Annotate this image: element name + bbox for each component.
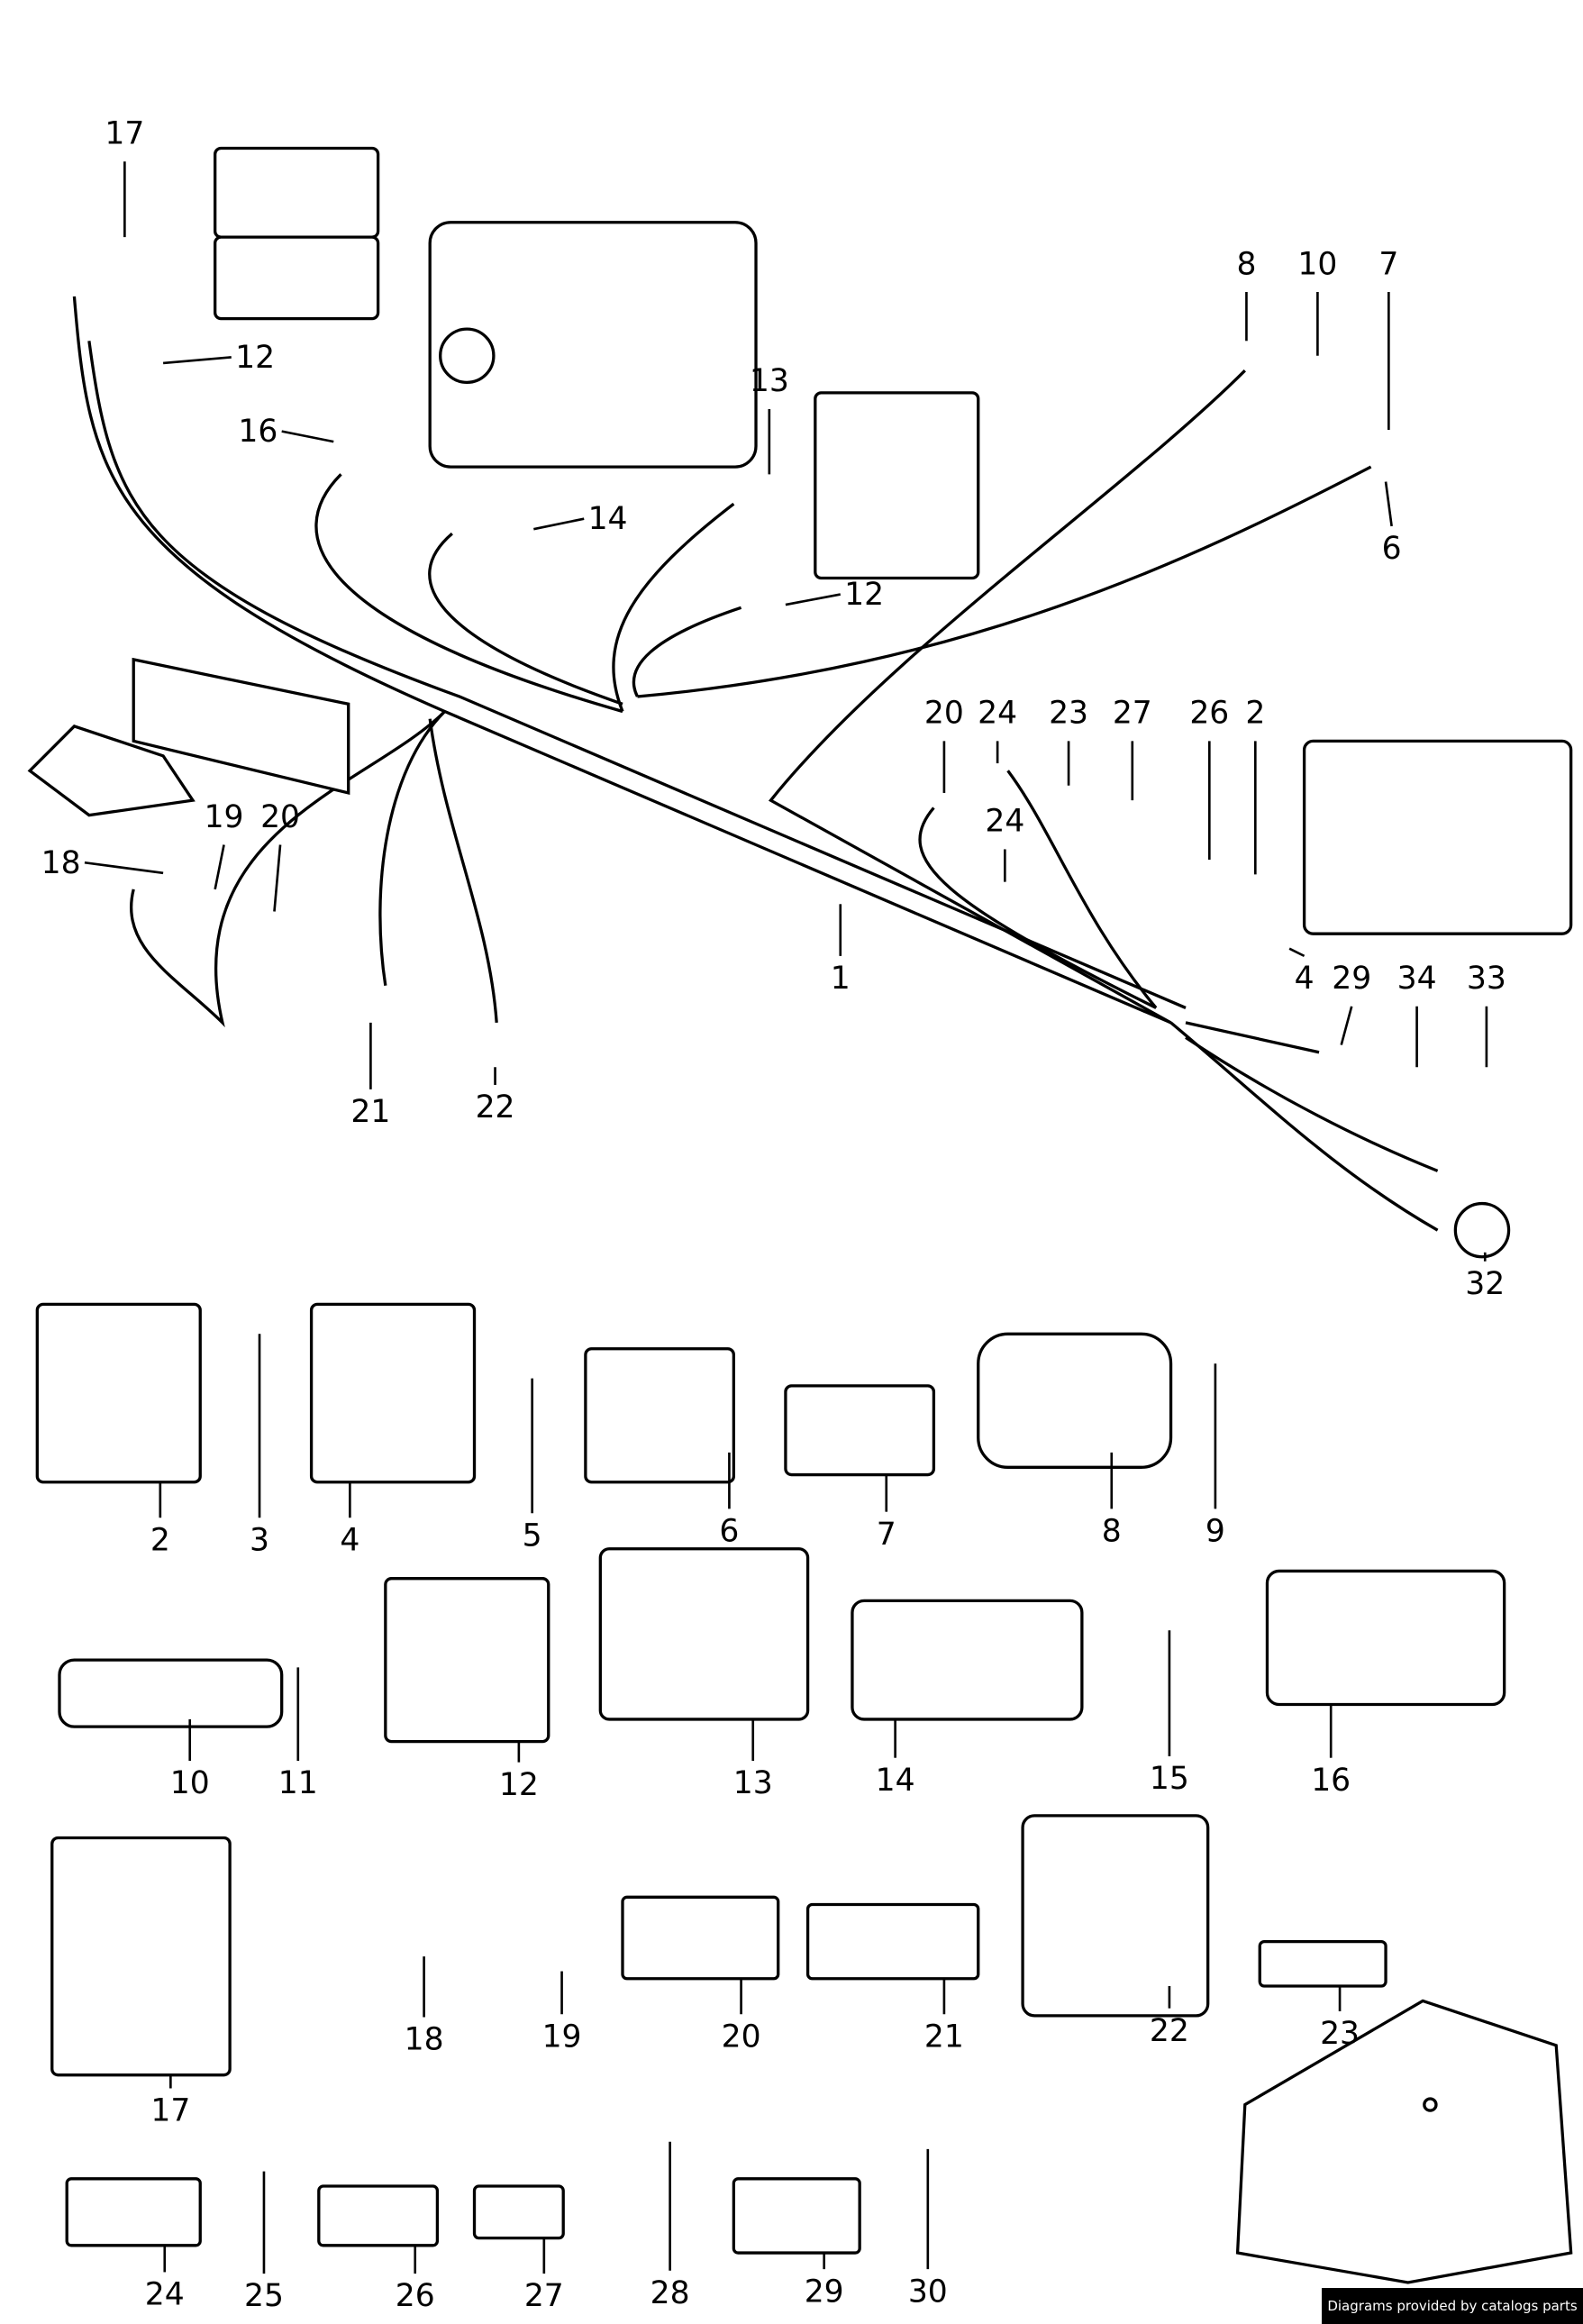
part-callout-18: 18 — [405, 2022, 444, 2058]
part-callout-27: 27 — [524, 2278, 564, 2314]
part-callout-19: 19 — [542, 2019, 582, 2055]
part-callout-28: 28 — [650, 2275, 690, 2311]
harness-callout-4: 4 — [1295, 961, 1315, 997]
part-callout-7: 7 — [877, 1517, 896, 1553]
harness-callout-27: 27 — [1113, 696, 1152, 732]
part-callout-10: 10 — [170, 1765, 210, 1801]
harness-callout-8: 8 — [1236, 246, 1256, 282]
harness-callout-7: 7 — [1378, 246, 1398, 282]
part-callout-21: 21 — [924, 2019, 964, 2055]
harness-callout-1: 1 — [831, 961, 851, 997]
harness-leader-line — [533, 517, 585, 531]
harness-callout-13: 13 — [750, 363, 789, 399]
part-callout-29: 29 — [805, 2274, 844, 2310]
part-callout-14: 14 — [876, 1763, 915, 1799]
harness-callout-18: 18 — [41, 845, 81, 881]
harness-callout-16: 16 — [238, 414, 277, 450]
harness-callout-12: 12 — [844, 577, 884, 613]
harness-callout-21: 21 — [350, 1094, 390, 1130]
harness-callout-24: 24 — [985, 804, 1024, 840]
part-shapes — [27, 146, 1573, 2284]
harness-leader-line — [273, 844, 282, 912]
part-callout-12: 12 — [499, 1767, 539, 1803]
part-callout-8: 8 — [1102, 1514, 1122, 1550]
harness-leader-line — [1384, 481, 1393, 527]
part-callout-5: 5 — [523, 1517, 542, 1554]
part-callout-4: 4 — [340, 1522, 359, 1558]
harness-leader-line — [84, 861, 164, 875]
part-callout-24: 24 — [145, 2277, 185, 2313]
part-callout-6: 6 — [719, 1514, 739, 1550]
harness-callout-20: 20 — [924, 696, 964, 732]
harness-leader-line — [1288, 947, 1306, 958]
harness-callout-33: 33 — [1467, 961, 1506, 997]
harness-callout-29: 29 — [1332, 961, 1371, 997]
part-callout-13: 13 — [733, 1765, 773, 1801]
harness-callout-23: 23 — [1049, 696, 1088, 732]
harness-callout-17: 17 — [105, 116, 144, 152]
harness-callout-14: 14 — [588, 501, 628, 537]
harness-callout-2: 2 — [1245, 696, 1265, 732]
harness-leader-line — [214, 844, 225, 890]
watermark: Diagrams provided by catalogs parts — [1322, 2288, 1583, 2324]
part-callout-23: 23 — [1320, 2016, 1360, 2052]
harness-leader-line — [281, 430, 334, 443]
part-callout-9: 9 — [1205, 1514, 1225, 1550]
part-callout-22: 22 — [1150, 2013, 1189, 2049]
harness-callout-10: 10 — [1297, 246, 1337, 282]
part-callout-25: 25 — [244, 2278, 284, 2314]
part-callout-2: 2 — [150, 1522, 170, 1558]
part-callout-11: 11 — [278, 1765, 318, 1801]
harness-callout-19: 19 — [205, 799, 244, 835]
harness-leader-line — [785, 593, 842, 606]
harness-callout-20: 20 — [260, 799, 300, 835]
part-callout-15: 15 — [1150, 1761, 1189, 1797]
part-callout-26: 26 — [396, 2278, 435, 2314]
harness-callout-26: 26 — [1189, 696, 1229, 732]
harness-callout-12: 12 — [235, 340, 275, 376]
harness-callout-34: 34 — [1397, 961, 1437, 997]
harness-leader-line — [1340, 1006, 1353, 1045]
part-callout-30: 30 — [908, 2274, 948, 2310]
part-callout-16: 16 — [1311, 1763, 1351, 1799]
part-callout-17: 17 — [150, 2093, 190, 2129]
harness-callout-6: 6 — [1382, 531, 1402, 567]
part-callout-3: 3 — [250, 1522, 269, 1558]
part-callout-20: 20 — [722, 2019, 761, 2055]
harness-callout-24: 24 — [978, 696, 1017, 732]
harness-callout-32: 32 — [1465, 1266, 1505, 1302]
harness-leader-line — [163, 356, 232, 365]
harness-callout-22: 22 — [476, 1089, 515, 1126]
main-wiring-harness — [72, 296, 1439, 1232]
